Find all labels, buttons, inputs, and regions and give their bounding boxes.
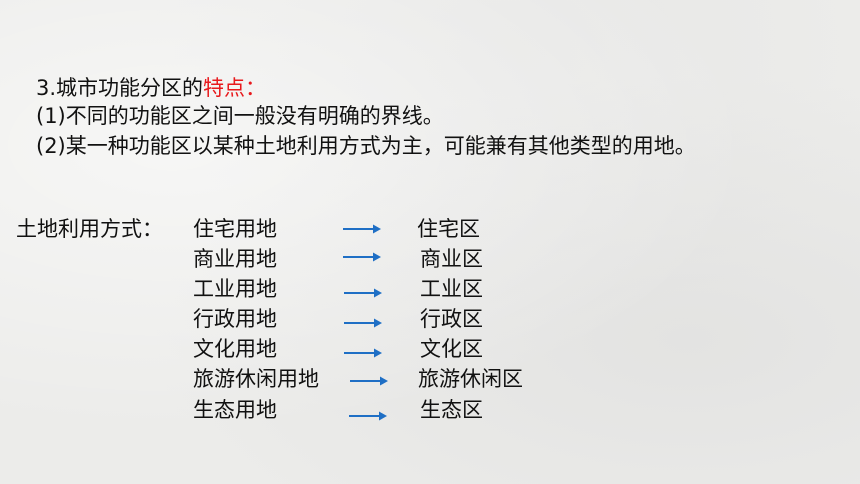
land-use-item: 旅游休闲用地 <box>193 367 319 391</box>
right-arrow-icon <box>343 251 381 263</box>
land-use-item: 商业用地 <box>193 247 277 271</box>
mapping-row: 住宅用地 住宅区 <box>0 215 860 245</box>
zone-item: 商业区 <box>420 247 483 271</box>
mapping-row: 文化用地 文化区 <box>0 335 860 365</box>
zone-item: 文化区 <box>420 337 483 361</box>
right-arrow-icon <box>344 287 382 299</box>
section-heading: 3.城市功能分区的特点： <box>36 74 266 102</box>
land-use-item: 工业用地 <box>193 277 277 301</box>
zone-item: 工业区 <box>420 277 483 301</box>
mapping-row: 旅游休闲用地 旅游休闲区 <box>0 365 860 395</box>
mapping-row: 行政用地 行政区 <box>0 305 860 335</box>
mapping-row: 生态用地 生态区 <box>0 396 860 426</box>
mapping-row: 工业用地 工业区 <box>0 275 860 305</box>
right-arrow-icon <box>343 223 381 235</box>
land-use-item: 生态用地 <box>193 398 277 422</box>
zone-item: 住宅区 <box>417 217 480 241</box>
land-use-label: 土地利用方式： <box>16 217 163 241</box>
heading-highlight: 特点 <box>203 76 246 100</box>
zone-item: 生态区 <box>420 398 483 422</box>
point-1: (1)不同的功能区之间一般没有明确的界线。 <box>36 104 444 128</box>
point-2: (2)某一种功能区以某种土地利用方式为主，可能兼有其他类型的用地。 <box>36 134 696 158</box>
right-arrow-icon <box>350 375 388 387</box>
zone-item: 行政区 <box>420 307 483 331</box>
right-arrow-icon <box>349 410 387 422</box>
right-arrow-icon <box>344 347 382 359</box>
land-use-item: 住宅用地 <box>193 217 277 241</box>
heading-prefix: 3.城市功能分区的 <box>36 76 204 100</box>
heading-colon: ： <box>245 76 267 100</box>
right-arrow-icon <box>344 317 382 329</box>
land-use-item: 行政用地 <box>193 307 277 331</box>
land-use-item: 文化用地 <box>193 337 277 361</box>
mapping-row: 商业用地 商业区 <box>0 245 860 275</box>
zone-item: 旅游休闲区 <box>418 367 523 391</box>
